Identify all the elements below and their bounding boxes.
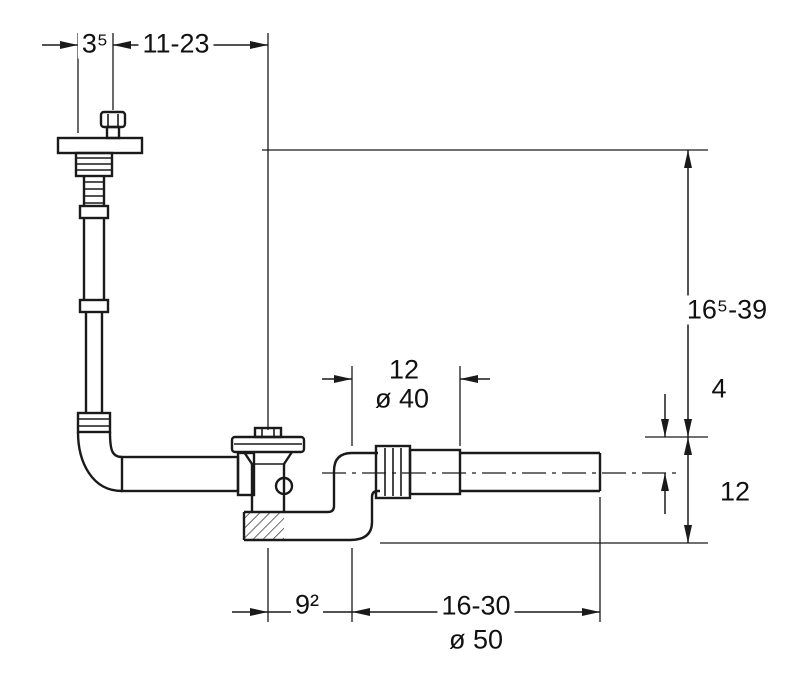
overflow-fitting — [56, 110, 144, 178]
pipe-collar-upper — [78, 204, 110, 220]
dim-label-height-lower-right: 12 — [715, 477, 755, 507]
dimension-lines — [42, 41, 692, 616]
corrugated-hose — [120, 455, 240, 493]
pipe-collar-mid — [78, 298, 110, 314]
dim-label-offset-top: 3⁵ — [77, 29, 113, 59]
dim-label-offset-bottom: 9² — [290, 590, 324, 620]
outlet-pipe — [460, 451, 602, 493]
dim-label-range-top: 11-23 — [138, 29, 214, 59]
elbow-collar — [76, 411, 112, 434]
drain-trap — [230, 426, 306, 540]
dim-label-dia-bottom: ø 50 — [444, 625, 508, 655]
drain-rosette — [230, 435, 306, 454]
extension-lines — [77, 33, 708, 622]
dim-label-dia-mid: ø 40 — [370, 384, 434, 414]
turn-handle-knob — [99, 110, 127, 129]
dim-label-height-right: 16⁵-39 — [682, 295, 772, 325]
knob-stem — [105, 125, 121, 140]
trap-base-hatch — [244, 512, 284, 540]
union-nut — [374, 444, 462, 500]
overflow-pipe — [78, 176, 110, 413]
dim-label-length-mid: 12 — [384, 355, 424, 385]
dim-label-range-bottom: 16-30 — [437, 591, 515, 621]
fitting-flange — [56, 136, 144, 155]
pipe-socket — [408, 448, 462, 496]
flexible-hose — [120, 451, 256, 497]
valve-pivot-ball — [274, 476, 294, 496]
dim-label-depth-right: 4 — [707, 374, 731, 404]
pipe-elbow-left — [76, 411, 123, 493]
